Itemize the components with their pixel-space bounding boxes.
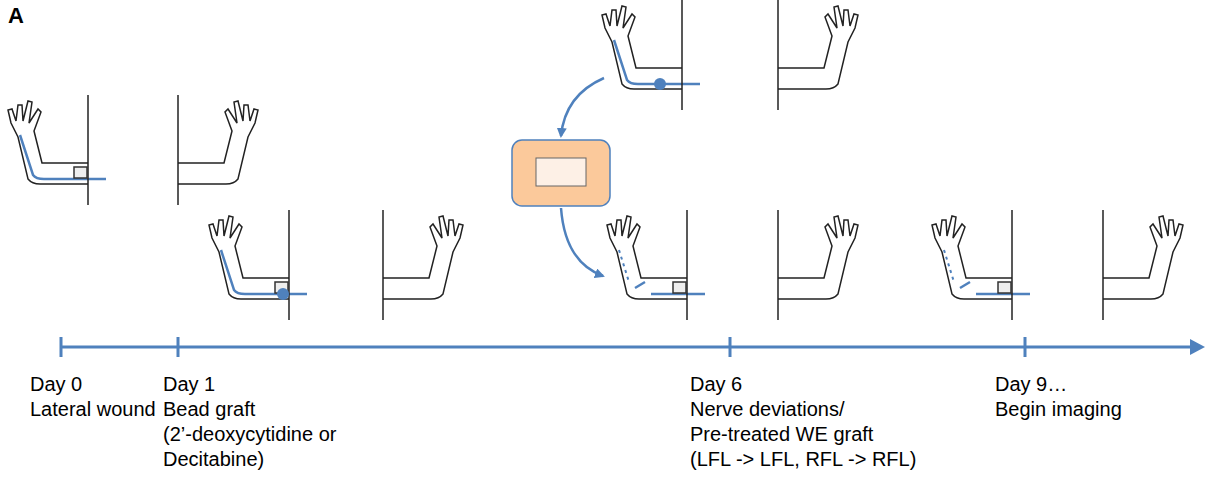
day-label: Day 6	[690, 372, 742, 397]
event-label: Pre-treated WE graft	[690, 422, 873, 447]
panel-letter: A	[8, 3, 24, 28]
day-label: Day 1	[163, 372, 215, 397]
event-label: Begin imaging	[995, 397, 1122, 422]
event-note: (2’-deoxycytidine or Decitabine)	[163, 422, 378, 472]
day-label: Day 9…	[995, 372, 1067, 397]
event-label: Bead graft	[163, 397, 255, 422]
event-label: Nerve deviations/	[690, 397, 845, 422]
day-label: Day 0	[30, 372, 82, 397]
event-note: (LFL -> LFL, RFL -> RFL)	[690, 447, 916, 472]
event-label: Lateral wound	[30, 397, 156, 422]
